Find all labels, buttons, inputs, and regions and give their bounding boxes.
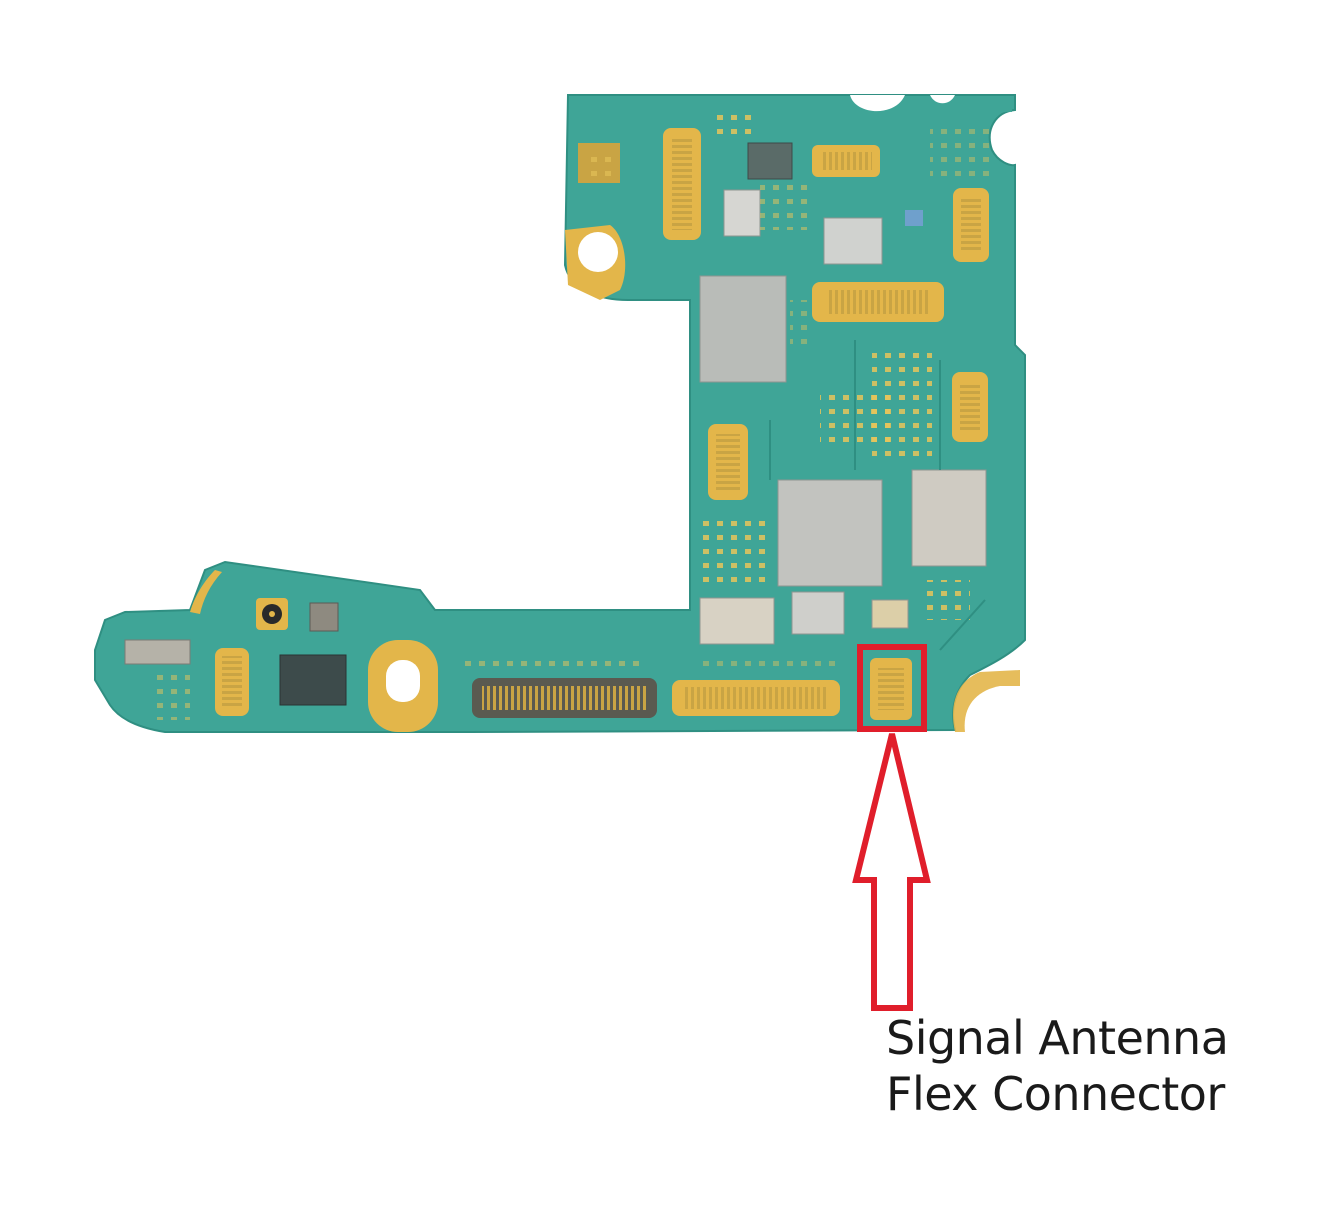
mount-hole-top: [565, 225, 626, 300]
chip-shields: [124, 142, 987, 706]
mount-hole-right: [952, 670, 1020, 732]
pcb-traces: [689, 300, 986, 651]
gold-edge-left: [190, 570, 222, 614]
annotation-label: Signal Antenna Flex Connector: [886, 1010, 1229, 1122]
annotation-line-1: Signal Antenna: [886, 1011, 1229, 1065]
mount-hole-bottom: [368, 640, 438, 732]
highlight-box: [857, 644, 927, 732]
board-connectors: [215, 128, 989, 720]
passive-components: [150, 110, 990, 720]
annotation-line-2: Flex Connector: [886, 1067, 1225, 1121]
up-arrow-icon: [852, 733, 931, 1011]
